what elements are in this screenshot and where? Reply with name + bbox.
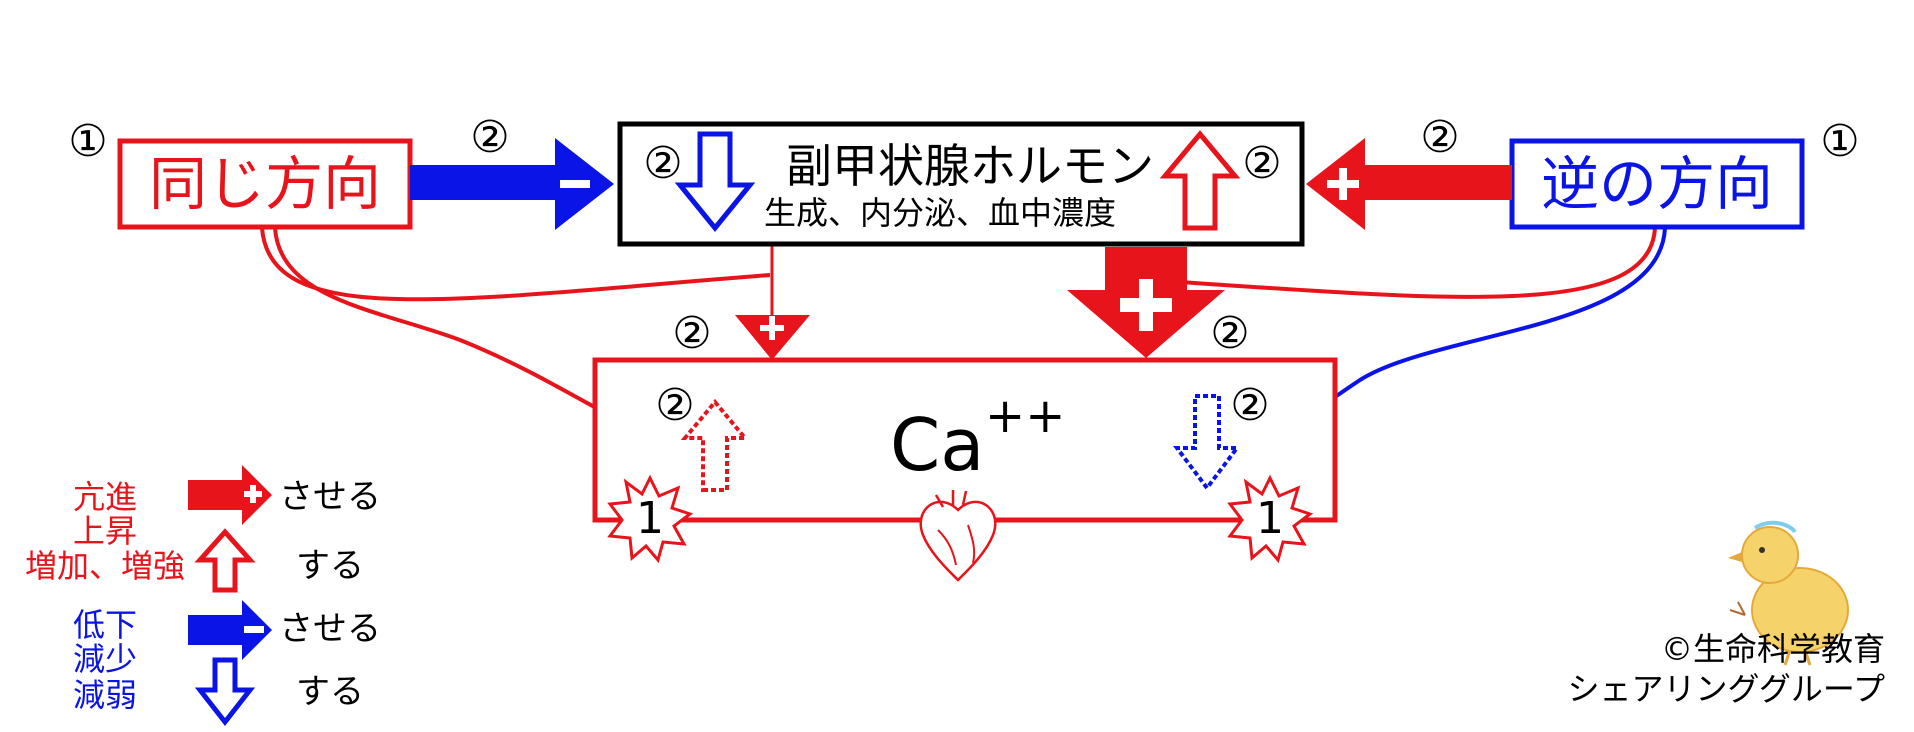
legend-decrease-do: する	[296, 672, 364, 712]
pth-up-arrow	[1159, 130, 1241, 231]
legend-increase-make: させる	[279, 477, 381, 517]
curve-opp-to-pth	[1149, 227, 1657, 299]
legend-increase-line1: 亢進	[73, 478, 137, 516]
starburst-right	[1227, 474, 1314, 564]
starburst-left	[607, 474, 694, 564]
heart-icon	[919, 490, 997, 582]
calcium-superscript: ++	[985, 388, 1065, 444]
legend-blue-minus-arrow	[188, 600, 272, 660]
legend-blue-down-arrow	[194, 657, 256, 727]
chick-icon	[1728, 520, 1849, 666]
legend-increase-do: する	[296, 546, 364, 586]
circled-two-pth-right: ②	[1242, 138, 1281, 189]
pth-subtitle: 生成、内分泌、血中濃度	[764, 194, 1116, 232]
circled-two-ca-right: ②	[1230, 380, 1269, 431]
opposite-direction-label: 逆の方向	[1541, 150, 1773, 218]
legend-decrease-line3: 減弱	[73, 676, 137, 714]
circled-one-right: ①	[1820, 116, 1859, 167]
starburst-right-number: 1	[1256, 493, 1284, 544]
legend-red-plus-arrow	[188, 465, 272, 525]
small-plus-triangle	[735, 315, 810, 360]
red-plus-arrow	[1306, 138, 1512, 230]
starburst-left-number: 1	[636, 493, 664, 544]
ca-dotted-down-arrow	[1173, 394, 1241, 492]
legend-decrease-line2: 減少	[73, 640, 137, 678]
circled-one-left: ①	[68, 116, 107, 167]
calcium-label: Ca	[890, 403, 984, 487]
credit-line2: シェアリンググループ	[1568, 670, 1885, 708]
circled-two-left-arrow: ②	[470, 112, 509, 163]
legend-increase-line2: 上昇	[73, 512, 137, 550]
circled-two-pth-left: ②	[643, 138, 682, 189]
pth-title: 副甲状腺ホルモン	[786, 139, 1154, 193]
same-direction-label: 同じ方向	[149, 150, 381, 218]
legend-decrease-make: させる	[279, 609, 381, 649]
circled-two-right-arrow: ②	[1420, 112, 1459, 163]
legend-red-up-arrow	[194, 528, 256, 593]
legend: 亢進 上昇 増加、増強 させる する 低下 減少 減弱 させる する	[25, 465, 381, 727]
big-plus-arrow	[1067, 247, 1225, 358]
circled-two-big-arrow: ②	[1210, 308, 1249, 359]
legend-increase-line3: 増加、増強	[25, 547, 185, 585]
circled-two-small-arrow: ②	[672, 308, 711, 359]
credit-line1: ©生命科学教育	[1661, 630, 1885, 668]
circled-two-ca-left: ②	[655, 380, 694, 431]
curve-same-to-pth	[260, 227, 771, 302]
blue-minus-arrow	[410, 138, 614, 230]
ca-dotted-up-arrow	[680, 398, 750, 492]
legend-decrease-line1: 低下	[73, 606, 137, 644]
pth-down-arrow	[674, 131, 756, 232]
